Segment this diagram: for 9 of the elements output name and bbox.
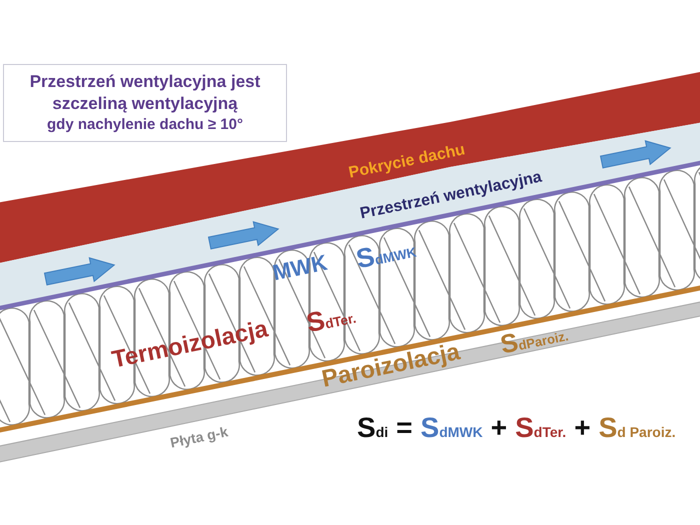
- formula-operator: +: [490, 414, 508, 442]
- note-text: gdy nachylenie dachu ≥ 10°: [47, 115, 243, 135]
- note-box: [3, 64, 287, 142]
- layer-label: Płyta g-k: [169, 424, 229, 450]
- layer-label: Pokrycie dachu: [347, 142, 467, 182]
- note-text: Przestrzeń wentylacyjna jest szczeliną wentylacyjną: [28, 71, 262, 115]
- layer-label: MWK: [270, 252, 330, 284]
- formula-operator: =: [396, 414, 412, 442]
- formula-operator: +: [574, 414, 591, 442]
